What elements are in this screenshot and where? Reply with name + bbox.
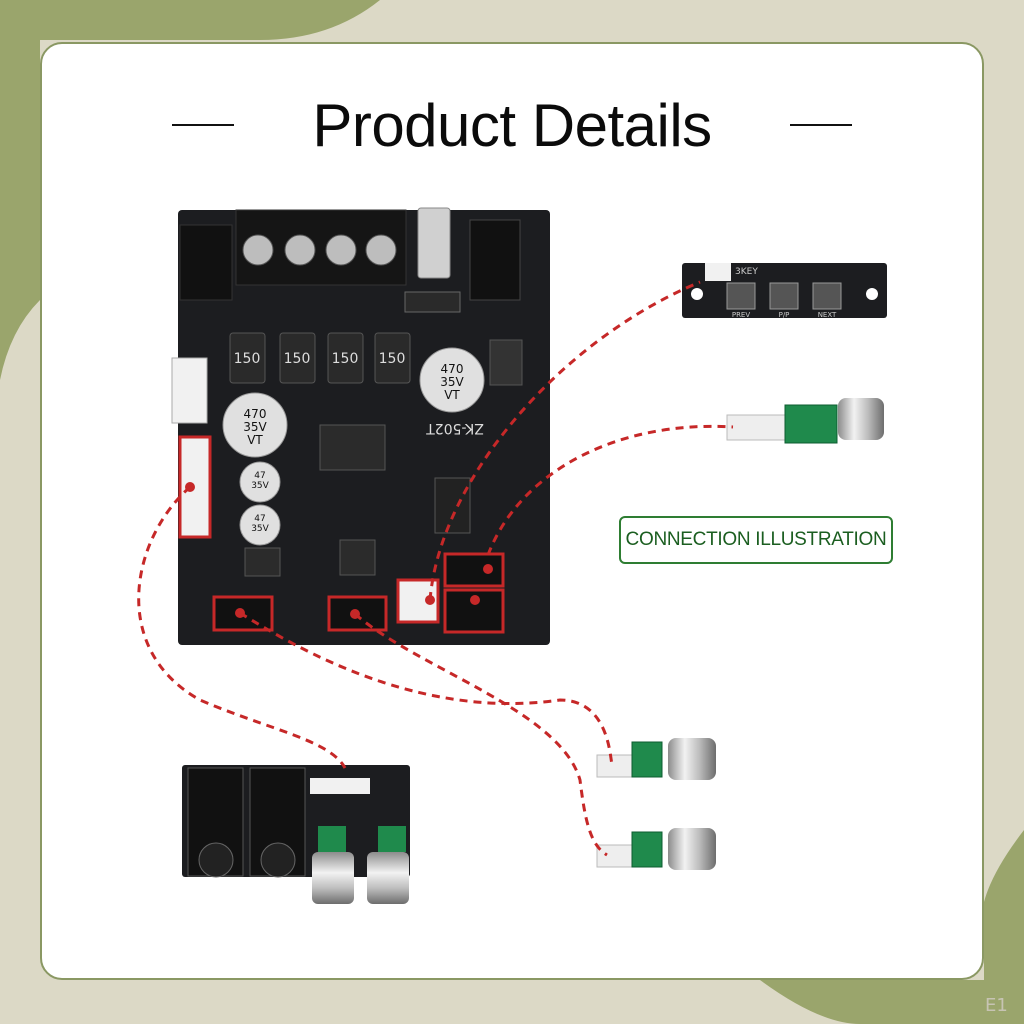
capacitor-470-right: 470 35V VT (419, 347, 485, 413)
board-model-label: ZK-502T (426, 420, 484, 436)
watermark: E1 (985, 995, 1008, 1016)
capacitor-47-top: 47 35V (239, 461, 281, 503)
cap-left-line2: 35V (243, 420, 267, 434)
tone-control-board (182, 765, 410, 904)
page-title: Product Details (312, 91, 712, 159)
cap47a-line2: 35V (251, 481, 269, 491)
inductor-label-4: 150 (379, 351, 406, 367)
aux-jack (469, 219, 521, 301)
key-pp-label: P/P (779, 311, 790, 319)
title-left-dash (172, 124, 235, 126)
capacitor-47-bottom: 47 35V (239, 504, 281, 546)
cap47b-line1: 47 (254, 514, 265, 524)
key-board-header: 3KEY (735, 267, 758, 277)
title-row: Product Details (0, 90, 1024, 160)
line-side-connector (137, 485, 347, 769)
cap47a-line1: 47 (254, 471, 265, 481)
cap-left-line3: VT (247, 433, 263, 447)
connection-illustration-label: CONNECTION ILLUSTRATION (619, 516, 893, 564)
inductors (229, 332, 411, 384)
cap-right-line2: 35V (440, 375, 464, 389)
side-white-connector (171, 357, 208, 424)
cap-left-line1: 470 (244, 407, 267, 421)
screw-terminal-block (235, 209, 407, 286)
title-right-dash (789, 124, 852, 126)
bluetooth-chip (434, 477, 471, 534)
line-volume-knob (486, 424, 734, 556)
dc-power-jack (179, 224, 233, 301)
cap-right-line3: VT (444, 388, 460, 402)
line-middle-header (354, 612, 608, 857)
amplifier-chip (319, 424, 386, 471)
cap47b-line2: 35V (251, 524, 269, 534)
volume-potentiometer-top (726, 398, 884, 444)
inductor-label-2: 150 (284, 351, 311, 367)
line-left-header (239, 611, 614, 765)
key-next-label: NEXT (818, 311, 837, 319)
connection-lines (137, 280, 734, 857)
capacitor-470-left: 470 35V VT (222, 392, 288, 458)
inductor-label-1: 150 (234, 351, 261, 367)
inductor-label-3: 150 (332, 351, 359, 367)
cap-right-line1: 470 (441, 362, 464, 376)
highlight-header-top-right (443, 552, 505, 588)
connection-dots (185, 482, 493, 619)
potentiometer-right-2 (596, 828, 716, 870)
three-key-board: 3KEY PREV P/P NEXT (682, 263, 887, 319)
main-circuit-board: 150 150 150 150 470 35V VT 470 35V VT 47… (171, 207, 550, 645)
key-prev-label: PREV (732, 311, 751, 319)
slide-switch (417, 207, 451, 279)
potentiometer-right-1 (596, 738, 716, 780)
